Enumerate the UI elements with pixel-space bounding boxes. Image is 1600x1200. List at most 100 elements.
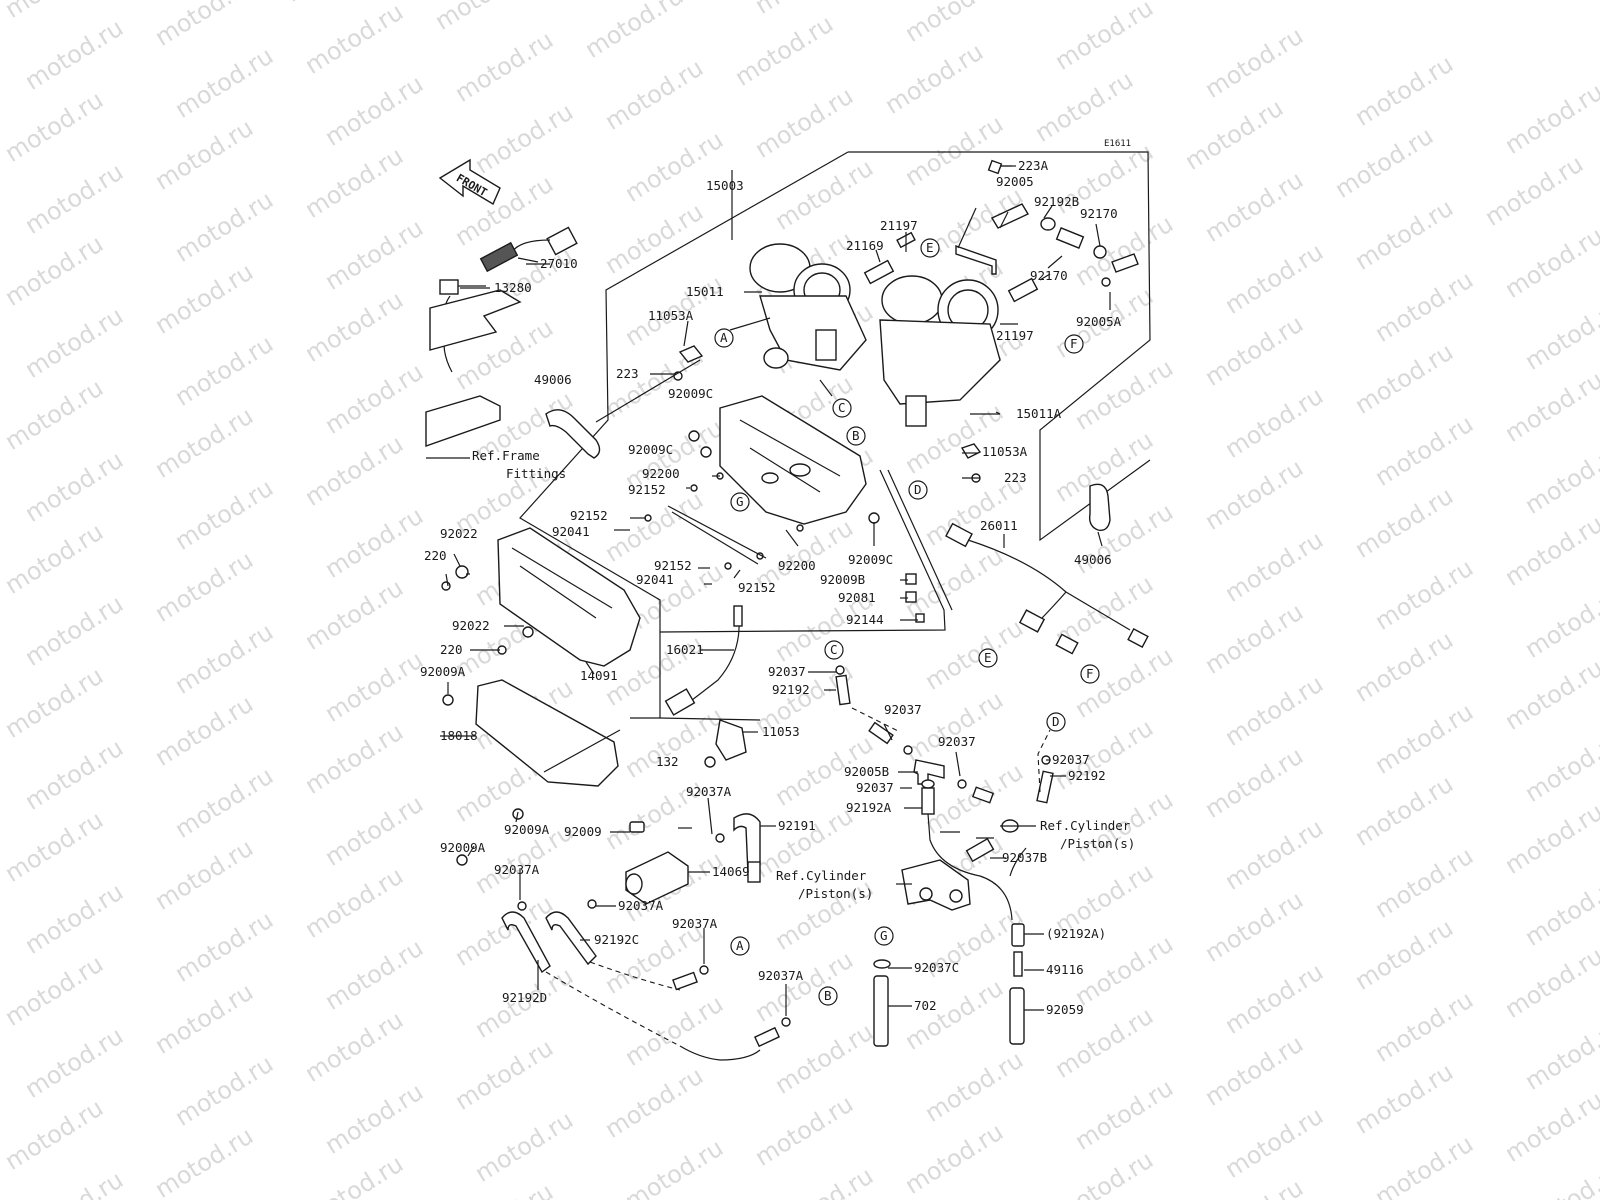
canister-14069 [517, 813, 761, 911]
label-92037-b: 92037 [884, 702, 922, 717]
label-132: 132 [656, 754, 679, 769]
label-92192-b: 92192 [1068, 768, 1106, 783]
label-92191: 92191 [778, 818, 816, 833]
label-16021: 16021 [666, 642, 704, 657]
connector-f: F [1070, 336, 1078, 351]
front-arrow-icon: FRONT [438, 158, 501, 206]
connector-c: C [838, 400, 846, 415]
harness-26011 [945, 522, 1149, 655]
label-220-a: 220 [424, 548, 447, 563]
connector-a-2: A [736, 938, 744, 953]
throttle-cable-16021 [664, 605, 743, 716]
label-223-b: 223 [1004, 470, 1027, 485]
label-92037-c: 92037 [938, 734, 976, 749]
label-92192a: 92192A [846, 800, 892, 815]
assembly-outline-bottom [659, 717, 761, 721]
connector-b: B [852, 428, 860, 443]
label-21197-a: 21197 [880, 218, 918, 233]
connector-markers[interactable]: A B C D E F G E F C D G A B [714, 238, 1100, 1006]
label-15011a: 15011A [1016, 406, 1062, 421]
label-21197-b: 21197 [996, 328, 1034, 343]
label-92009b: 92009B [820, 572, 865, 587]
label-15011: 15011 [686, 284, 724, 299]
connector-a: A [720, 330, 728, 345]
label-92200-b: 92200 [778, 558, 816, 573]
label-92037a-a: 92037A [686, 784, 732, 799]
bracket-11053 [715, 719, 747, 761]
label-92041-b: 92041 [636, 572, 674, 587]
assembly-outline [848, 151, 1151, 542]
label-13280: 13280 [494, 280, 532, 295]
label-92037-e: 92037 [856, 780, 894, 795]
label-92192c: 92192C [594, 932, 639, 947]
label-92170-b: 92170 [1030, 268, 1068, 283]
label-11053a-b: 11053A [982, 444, 1028, 459]
manifold-hardware [644, 430, 925, 623]
connector-e: E [926, 240, 934, 255]
intake-manifold [719, 395, 867, 525]
carburetor-rear [879, 273, 1051, 427]
ref-frame-fittings-2: Fittings [506, 466, 566, 481]
label-92152-d: 92152 [738, 580, 776, 595]
label-92009: 92009 [564, 824, 602, 839]
label-92009a-c: 92009A [440, 840, 486, 855]
clip-11053a-a [678, 345, 704, 363]
clip-11053a-b [960, 443, 982, 459]
label-49006-b: 49006 [1074, 552, 1112, 567]
label-27010: 27010 [540, 256, 578, 271]
diagram-id: E1611 [1104, 139, 1131, 149]
label-92037-a: 92037 [768, 664, 806, 679]
label-92059: 92059 [1046, 1002, 1084, 1017]
connector-d: D [914, 482, 922, 497]
part-labels: 223A 92005 92192B 92170 92170 92005A 150… [420, 158, 1122, 1017]
bottom-right-hoses [873, 923, 1025, 1047]
leader [595, 359, 701, 423]
lower-hoses [501, 911, 791, 1061]
connector-d-2: D [1052, 714, 1060, 729]
leader-lines [440, 165, 1103, 1016]
label-92009a-b: 92009A [504, 822, 550, 837]
label-14069: 14069 [712, 864, 750, 879]
hose-49006-a [545, 409, 601, 459]
cylinder-ref-part [901, 859, 971, 911]
label-26011: 26011 [980, 518, 1018, 533]
label-21169: 21169 [846, 238, 884, 253]
connector-e-2: E [984, 650, 992, 665]
label-92192d: 92192D [502, 990, 547, 1005]
ref-cylinder-right-1: Ref.Cylinder [1040, 818, 1131, 833]
label-92037a-b: 92037A [494, 862, 540, 877]
label-92152-a: 92152 [628, 482, 666, 497]
ref-cylinder-right-2: /Piston(s) [1060, 836, 1135, 851]
label-92009c-b: 92009C [628, 442, 673, 457]
label-92022-a: 92022 [440, 526, 478, 541]
ref-cylinder-center-1: Ref.Cylinder [776, 868, 867, 883]
label-223a: 223A [1018, 158, 1049, 173]
label-92192b: 92192B [1034, 194, 1079, 209]
label-223-a: 223 [616, 366, 639, 381]
label-11053: 11053 [762, 724, 800, 739]
label-92037c: 92037C [914, 960, 959, 975]
connector-c-2: C [830, 642, 838, 657]
label-92009c-c: 92009C [848, 552, 893, 567]
carburetor-front [729, 243, 867, 397]
label-92037a-e: 92037A [758, 968, 804, 983]
label-220-b: 220 [440, 642, 463, 657]
label-92081: 92081 [838, 590, 876, 605]
label-92022-b: 92022 [452, 618, 490, 633]
connector-b-2: B [824, 988, 832, 1003]
center-hoses [835, 665, 1054, 921]
link-rod-2 [887, 469, 953, 611]
label-92200-a: 92200 [642, 466, 680, 481]
label-14091: 14091 [580, 668, 618, 683]
label-11053a-a: 11053A [648, 308, 694, 323]
label-92037a-c: 92037A [618, 898, 664, 913]
ref-frame-fittings-1: Ref.Frame [472, 448, 540, 463]
label-92041-a: 92041 [552, 524, 590, 539]
label-92009c-a: 92009C [668, 386, 713, 401]
label-92037b: 92037B [1002, 850, 1047, 865]
label-92152-b: 92152 [570, 508, 608, 523]
label-92192a-paren: (92192A) [1046, 926, 1106, 941]
label-92192-a: 92192 [772, 682, 810, 697]
bolt-132 [704, 756, 716, 768]
connector-g-2: G [880, 928, 888, 943]
